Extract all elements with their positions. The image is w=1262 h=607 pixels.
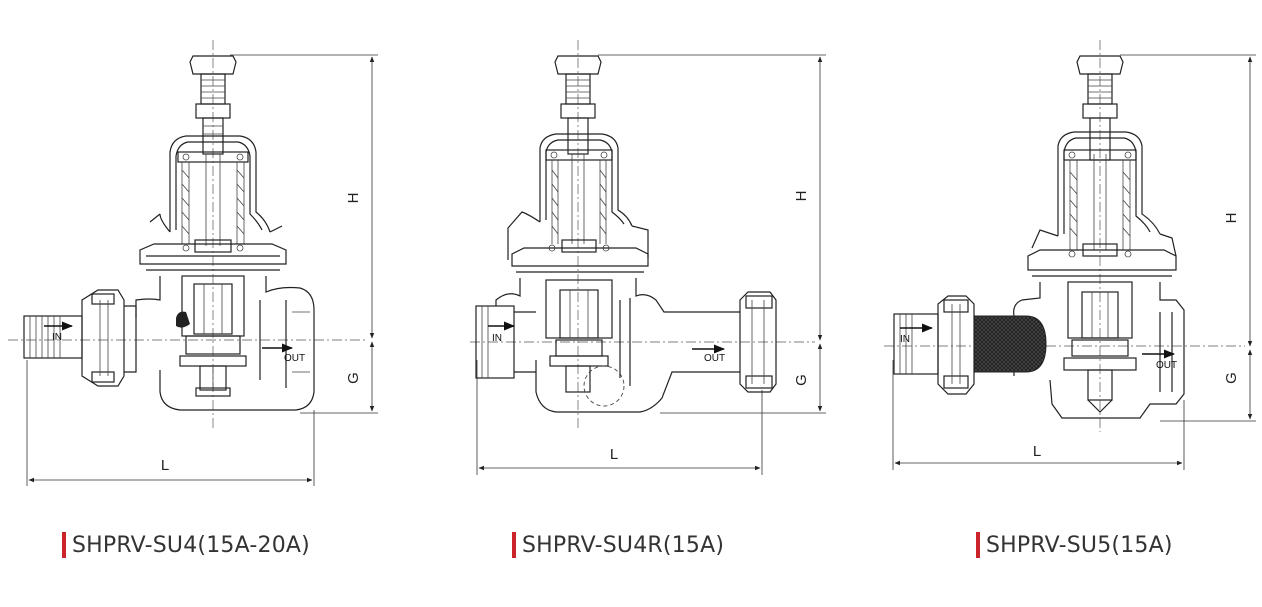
valve-drawing-su5: H G L	[884, 40, 1256, 470]
caption-accent-bar	[62, 532, 66, 558]
dimension-label-g: G	[1223, 372, 1240, 384]
caption-accent-bar	[512, 532, 516, 558]
model-name: SHPRV-SU4(15A-20A)	[72, 532, 310, 558]
model-caption-su4: SHPRV-SU4(15A-20A)	[62, 530, 310, 560]
dimension-label-l: L	[161, 457, 169, 474]
model-name: SHPRV-SU4R(15A)	[522, 532, 725, 558]
outlet-label: OUT	[284, 353, 305, 364]
inlet-label: IN	[52, 332, 62, 343]
dimension-label-l: L	[1033, 443, 1041, 460]
model-name: SHPRV-SU5(15A)	[986, 532, 1173, 558]
dimension-label-h: H	[793, 191, 810, 202]
inlet-label: IN	[492, 333, 502, 344]
caption-accent-bar	[976, 532, 980, 558]
dimension-label-h: H	[345, 193, 362, 204]
dimension-label-g: G	[345, 372, 362, 384]
valve-drawing-su4: H G L	[8, 40, 378, 486]
model-caption-su4r: SHPRV-SU4R(15A)	[512, 530, 724, 560]
model-caption-su5: SHPRV-SU5(15A)	[976, 530, 1173, 560]
dimension-label-l: L	[610, 446, 618, 463]
dimension-label-h: H	[1223, 213, 1240, 224]
dimension-label-g: G	[793, 374, 810, 386]
outlet-label: OUT	[704, 353, 725, 364]
inlet-label: IN	[900, 334, 910, 345]
outlet-label: OUT	[1156, 360, 1177, 371]
valve-drawing-su4r: H G L	[470, 40, 826, 475]
